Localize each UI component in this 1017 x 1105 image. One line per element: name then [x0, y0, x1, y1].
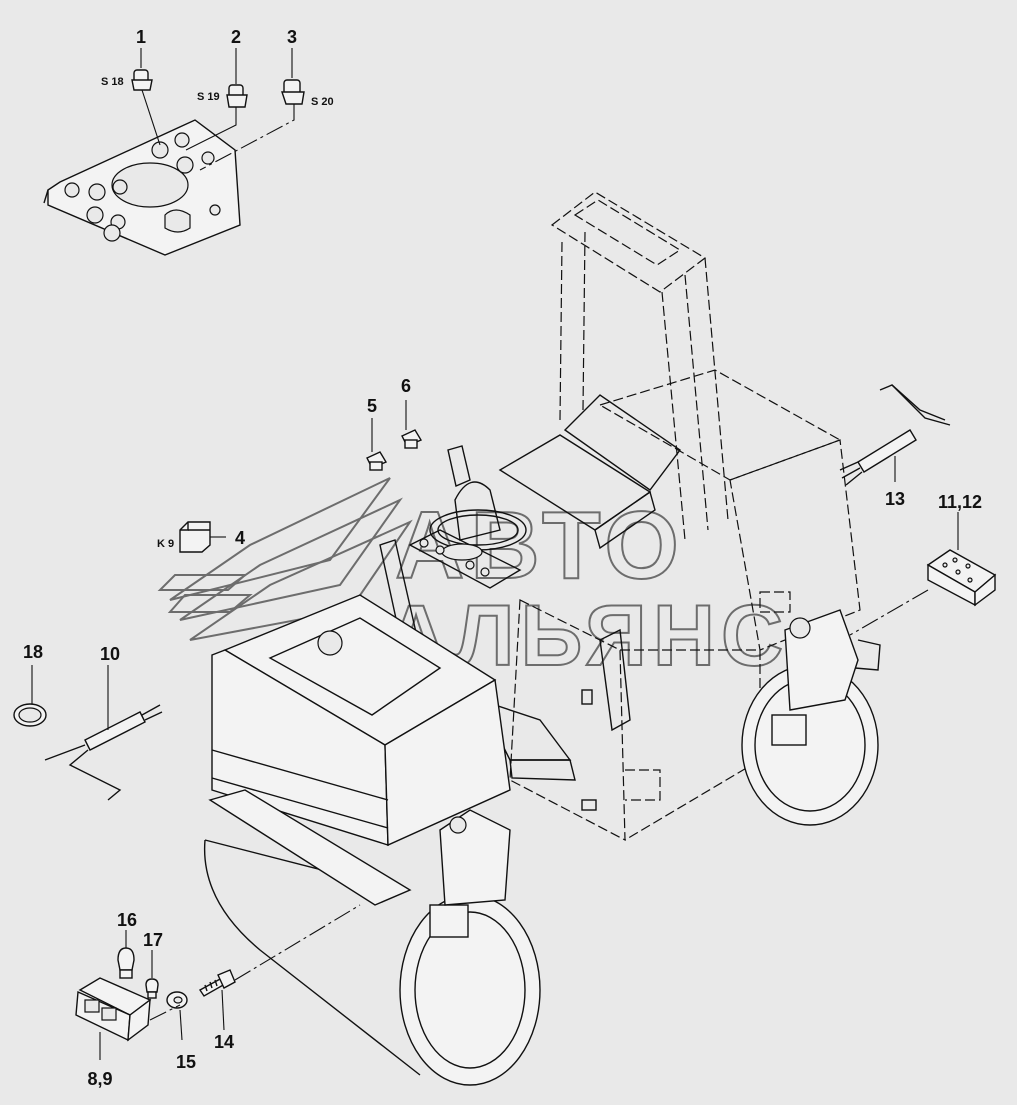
callout-1: 1 — [136, 27, 146, 47]
callout-8-9: 8,9 — [87, 1069, 112, 1089]
callout-5: 5 — [367, 396, 377, 416]
bolt-14 — [198, 969, 236, 997]
bulb-16 — [117, 947, 135, 979]
relay-k9 — [179, 521, 211, 553]
switch-s18 — [131, 69, 161, 146]
fuse-6 — [401, 429, 423, 449]
dashboard — [408, 529, 522, 589]
callout-15: 15 — [176, 1052, 196, 1072]
callout-labels: 1 2 3 4 5 6 8,9 10 11,12 13 14 15 16 17 … — [23, 27, 982, 1089]
switch-s19 — [185, 84, 248, 151]
tag-s20: S 20 — [311, 96, 334, 108]
tag-s19: S 19 — [197, 91, 220, 103]
assembly-lines — [149, 904, 361, 1021]
callout-11-12: 11,12 — [938, 492, 982, 512]
callout-17: 17 — [143, 930, 163, 950]
cable-harness-13 — [839, 384, 951, 486]
leader-lines — [31, 48, 959, 1060]
cable-harness-10 — [44, 704, 163, 801]
callout-2: 2 — [231, 27, 241, 47]
bulb-17 — [145, 978, 159, 999]
watermark-logo-icon — [157, 477, 413, 641]
fuse-5 — [366, 451, 388, 471]
switch-panel — [43, 119, 241, 256]
callout-3: 3 — [287, 27, 297, 47]
front-drum — [203, 789, 541, 1086]
tag-k9: K 9 — [157, 538, 174, 550]
callout-6: 6 — [401, 376, 411, 396]
callout-13: 13 — [885, 489, 905, 509]
hose-clamp-18 — [13, 703, 47, 727]
callout-18: 18 — [23, 642, 43, 662]
roller-machine — [203, 191, 881, 1086]
tag-s18: S 18 — [101, 76, 124, 88]
rear-drum — [741, 609, 881, 826]
switch-s20 — [199, 79, 305, 171]
rear-body — [509, 369, 861, 842]
washer-15 — [166, 991, 188, 1009]
watermark-line1: АВТО — [395, 492, 685, 599]
callout-10: 10 — [100, 644, 120, 664]
work-light-11-12 — [849, 549, 997, 636]
callout-16: 16 — [117, 910, 137, 930]
rops-frame — [550, 191, 729, 541]
operator-seat — [498, 394, 681, 550]
lamp-8-9 — [75, 977, 152, 1042]
callout-14: 14 — [214, 1032, 234, 1052]
callout-4: 4 — [235, 528, 245, 548]
